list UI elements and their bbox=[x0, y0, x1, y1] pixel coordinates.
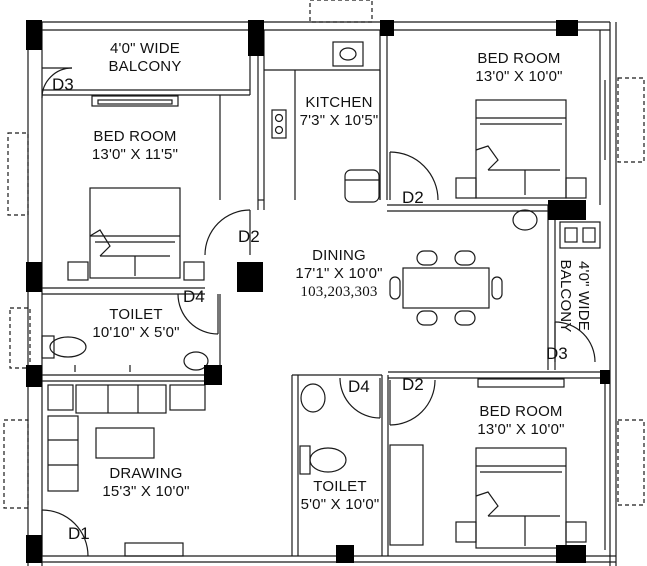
left-bedroom-name: BED ROOM bbox=[93, 128, 177, 145]
dining-name: DINING bbox=[312, 247, 366, 264]
top-balcony-line2: BALCONY bbox=[108, 58, 182, 75]
center-toilet-label: TOILET 5'0" X 10'0" bbox=[296, 478, 384, 514]
dining-size: 17'1" X 10'0" bbox=[295, 265, 383, 282]
drawing-room-size: 15'3" X 10'0" bbox=[102, 483, 190, 500]
right-balcony-line2: BALCONY bbox=[557, 259, 574, 333]
top-balcony-line1: 4'0" WIDE bbox=[109, 40, 180, 57]
top-right-bedroom-name: BED ROOM bbox=[477, 50, 561, 67]
center-toilet-size: 5'0" X 10'0" bbox=[300, 496, 380, 513]
left-windows bbox=[7, 132, 29, 216]
door-d2-kitchen: D2 bbox=[402, 188, 424, 207]
top-right-bedroom-label: BED ROOM 13'0" X 10'0" bbox=[460, 50, 578, 86]
left-bedroom-walls bbox=[42, 30, 265, 295]
door-d1: D1 bbox=[68, 524, 90, 543]
door-d3-top: D3 bbox=[52, 75, 74, 94]
door-d4-center: D4 bbox=[348, 377, 370, 396]
bottom-right-bedroom-name: BED ROOM bbox=[479, 403, 563, 420]
drawing-room-name: DRAWING bbox=[109, 465, 183, 482]
kitchen-name: KITCHEN bbox=[305, 94, 373, 111]
top-right-bedroom-walls bbox=[379, 30, 645, 212]
left-bedroom-label: BED ROOM 13'0" X 11'5" bbox=[76, 128, 194, 164]
top-right-bedroom-size: 13'0" X 10'0" bbox=[475, 68, 563, 85]
door-d2-left: D2 bbox=[238, 227, 260, 246]
kitchen-size: 7'3" X 10'5" bbox=[299, 112, 379, 129]
dining-unit-numbers: 103,203,303 bbox=[300, 284, 378, 300]
bottom-right-bedroom-label: BED ROOM 13'0" X 10'0" bbox=[462, 403, 580, 439]
center-toilet-name: TOILET bbox=[313, 478, 367, 495]
right-balcony-label: 4'0" WIDE BALCONY bbox=[556, 258, 592, 334]
left-toilet-size: 10'10" X 5'0" bbox=[92, 324, 180, 341]
door-d3-right: D3 bbox=[546, 344, 568, 363]
bottom-right-bed bbox=[455, 447, 587, 549]
wall-columns bbox=[26, 20, 610, 563]
drawing-room-label: DRAWING 15'3" X 10'0" bbox=[90, 465, 202, 501]
left-toilet-name: TOILET bbox=[109, 306, 163, 323]
bottom-right-bedroom-size: 13'0" X 10'0" bbox=[477, 421, 565, 438]
left-toilet-walls bbox=[9, 294, 221, 382]
center-toilet-walls bbox=[291, 374, 389, 556]
left-toilet-label: TOILET 10'10" X 5'0" bbox=[84, 306, 188, 342]
right-balcony-line1: 4'0" WIDE bbox=[575, 260, 592, 331]
left-bedroom-size: 13'0" X 11'5" bbox=[91, 146, 179, 163]
kitchen-label: KITCHEN 7'3" X 10'5" bbox=[296, 94, 382, 130]
left-bed bbox=[67, 187, 205, 281]
bottom-right-bedroom-walls bbox=[388, 371, 645, 550]
dining-label: DINING 17'1" X 10'0" 103,203,303 bbox=[288, 247, 390, 301]
top-right-bed bbox=[455, 99, 587, 231]
outer-walls bbox=[27, 21, 617, 566]
door-d2-bottom: D2 bbox=[402, 375, 424, 394]
drawing-sofa bbox=[3, 384, 206, 557]
dining-table bbox=[389, 250, 503, 326]
door-d4-left: D4 bbox=[183, 287, 205, 306]
top-balcony-label: 4'0" WIDE BALCONY bbox=[98, 40, 192, 76]
